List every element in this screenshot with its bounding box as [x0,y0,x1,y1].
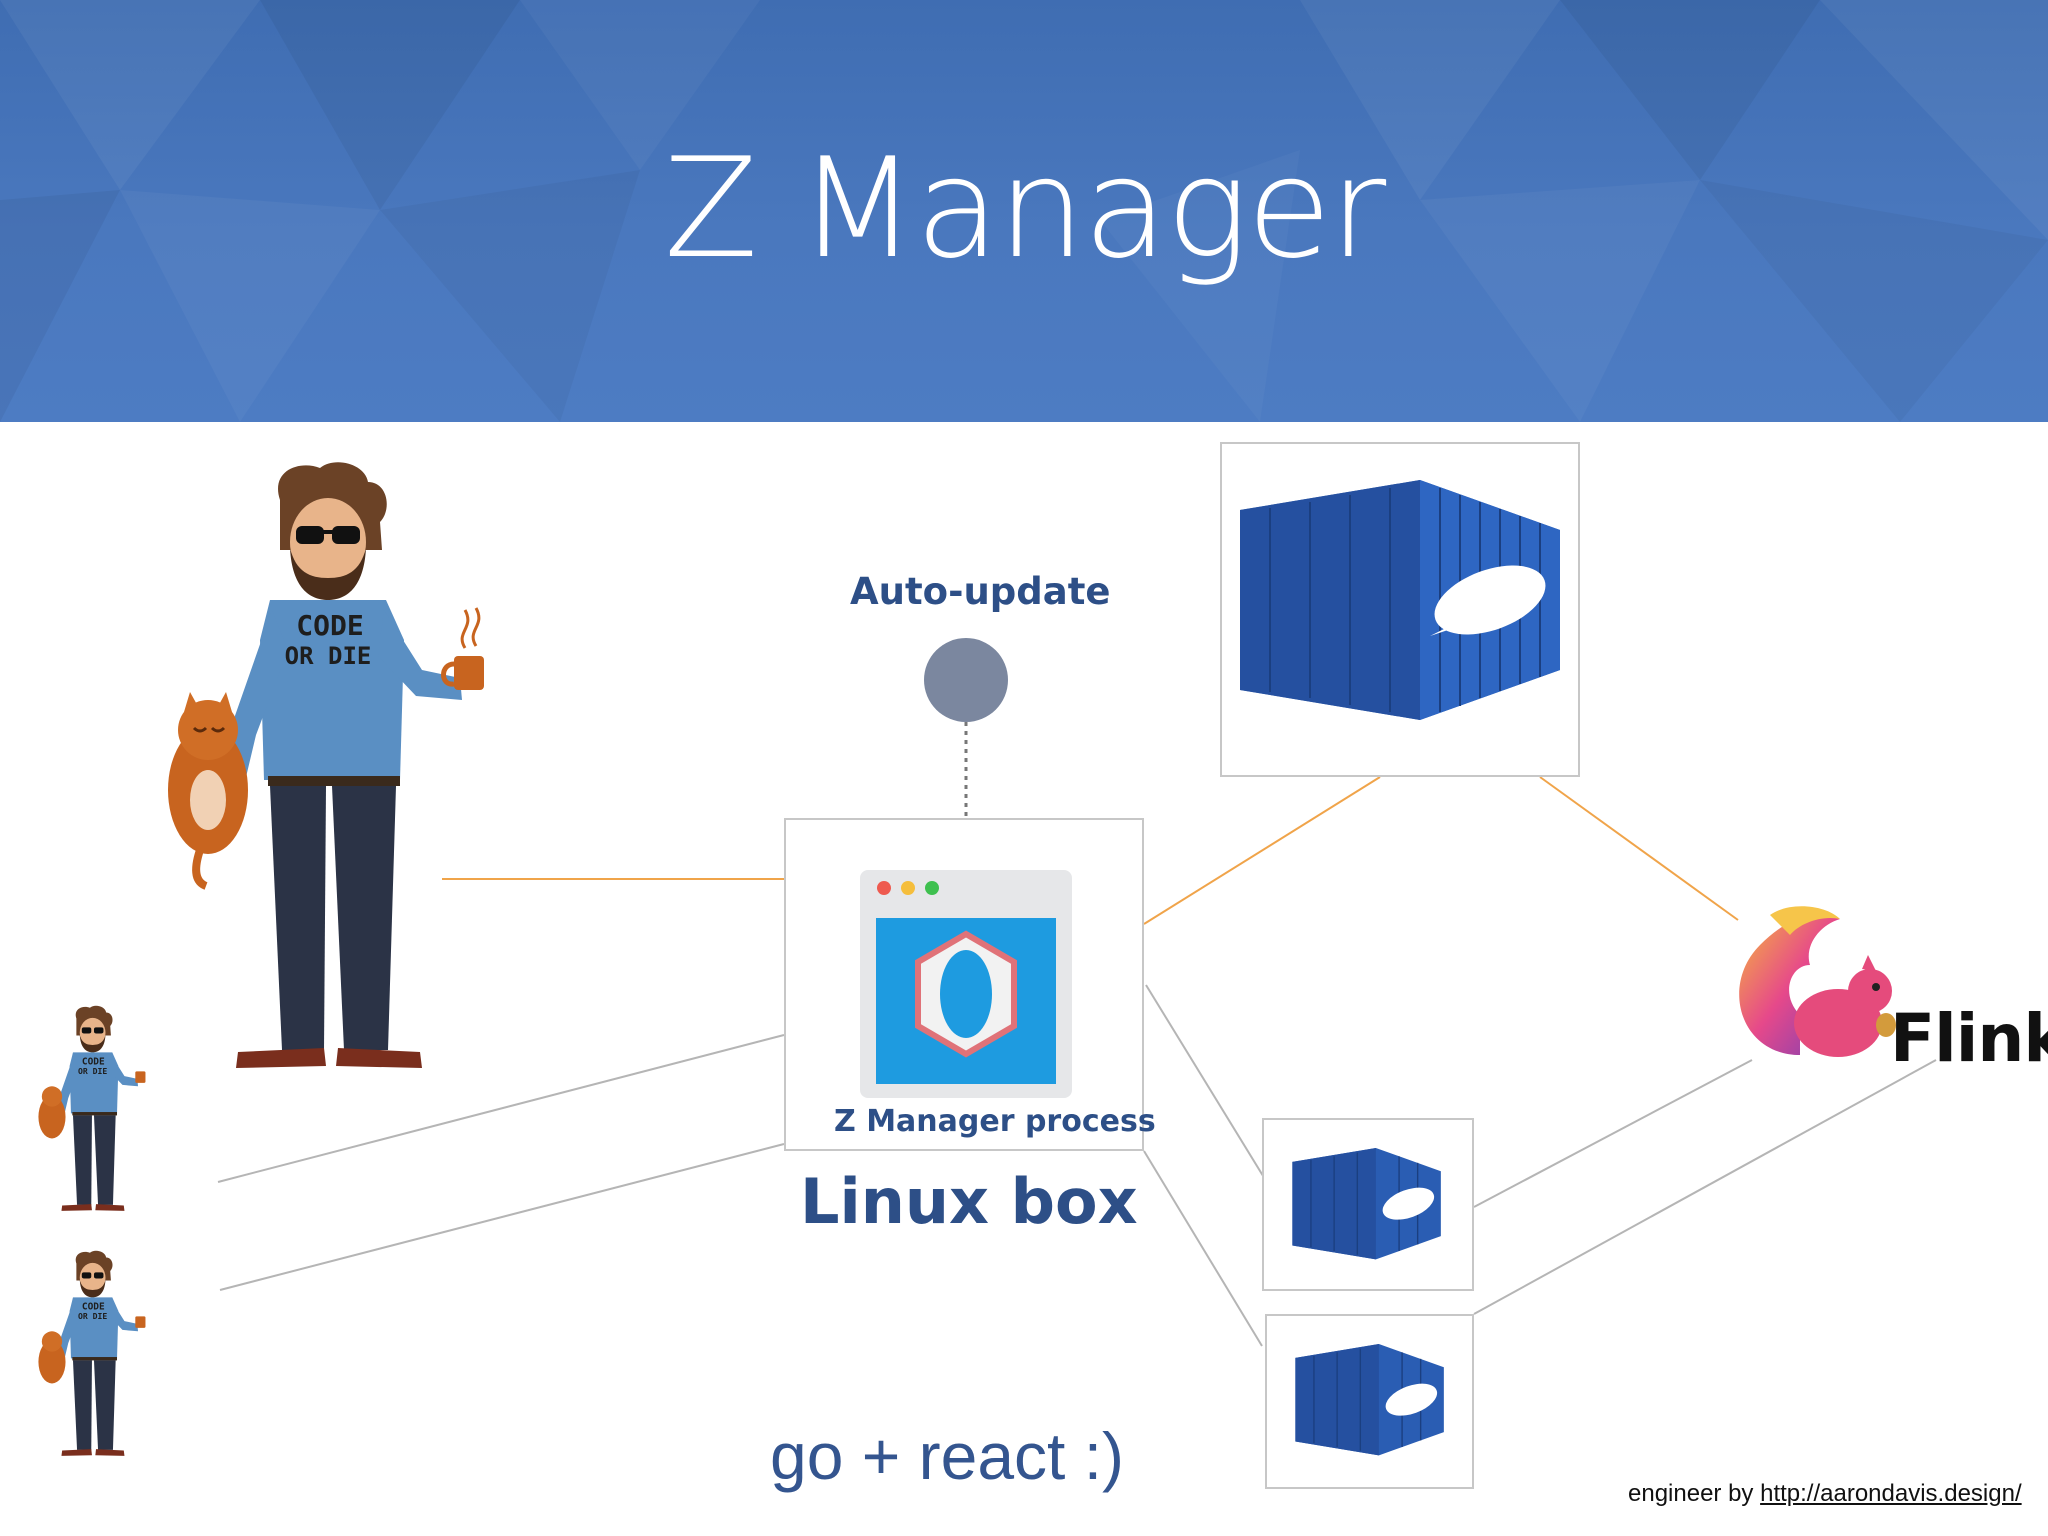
credit-link[interactable]: http://aarondavis.design/ [1760,1480,2022,1507]
small-container1-to-flink-link [1473,1059,1753,1208]
shipping-container-icon [1292,1148,1441,1260]
auto-update-label: Auto-update [850,570,1111,613]
slide-header: Z Manager [0,0,2048,422]
flink-label: Flink [1890,1000,2048,1077]
large-container-to-flink-link [1539,776,1739,921]
engineer-figure-icon: CODE OR DIE [38,1005,146,1211]
shirt-text-line1: CODE [82,1056,105,1067]
tech-stack-caption: go + react :) [770,1419,1125,1493]
app-window-icon [860,870,1072,1098]
small-container-box [1262,1118,1474,1291]
process-to-small-container1-link [1145,984,1269,1185]
credit-line: engineer by http://aarondavis.design/ [1628,1480,2022,1508]
shirt-text-line2: OR DIE [78,1066,107,1076]
process-label: Z Manager process [834,1104,1156,1139]
engineer3-to-process-link [219,1143,785,1291]
shipping-container-icon [1240,480,1560,720]
shirt-text-line1: CODE [296,609,363,642]
flink-squirrel-icon [1739,906,1896,1057]
credit-prefix: engineer by [1628,1480,1754,1507]
shirt-text-line2: OR DIE [285,642,372,670]
large-container-box [1220,442,1580,777]
auto-update-node [924,638,1008,722]
small-container-box [1265,1314,1474,1489]
shirt-text-line1: CODE [82,1301,105,1312]
header-pattern [0,0,2048,422]
process-to-small-container2-link [1143,1150,1263,1347]
process-to-large-container-link [1143,776,1381,925]
shirt-text-line2: OR DIE [78,1311,107,1321]
engineer-figure-icon: CODE OR DIE [38,1250,146,1456]
shipping-container-icon [1295,1344,1444,1456]
engineer-figure-icon: CODE OR DIE [168,462,484,1068]
slide-title: Z Manager [663,128,1387,289]
engineer2-to-process-link [217,1034,785,1183]
small-container2-to-flink-link [1473,1059,1937,1315]
linux-box-label: Linux box [800,1165,1138,1238]
process-box: Z Manager process [784,818,1156,1151]
